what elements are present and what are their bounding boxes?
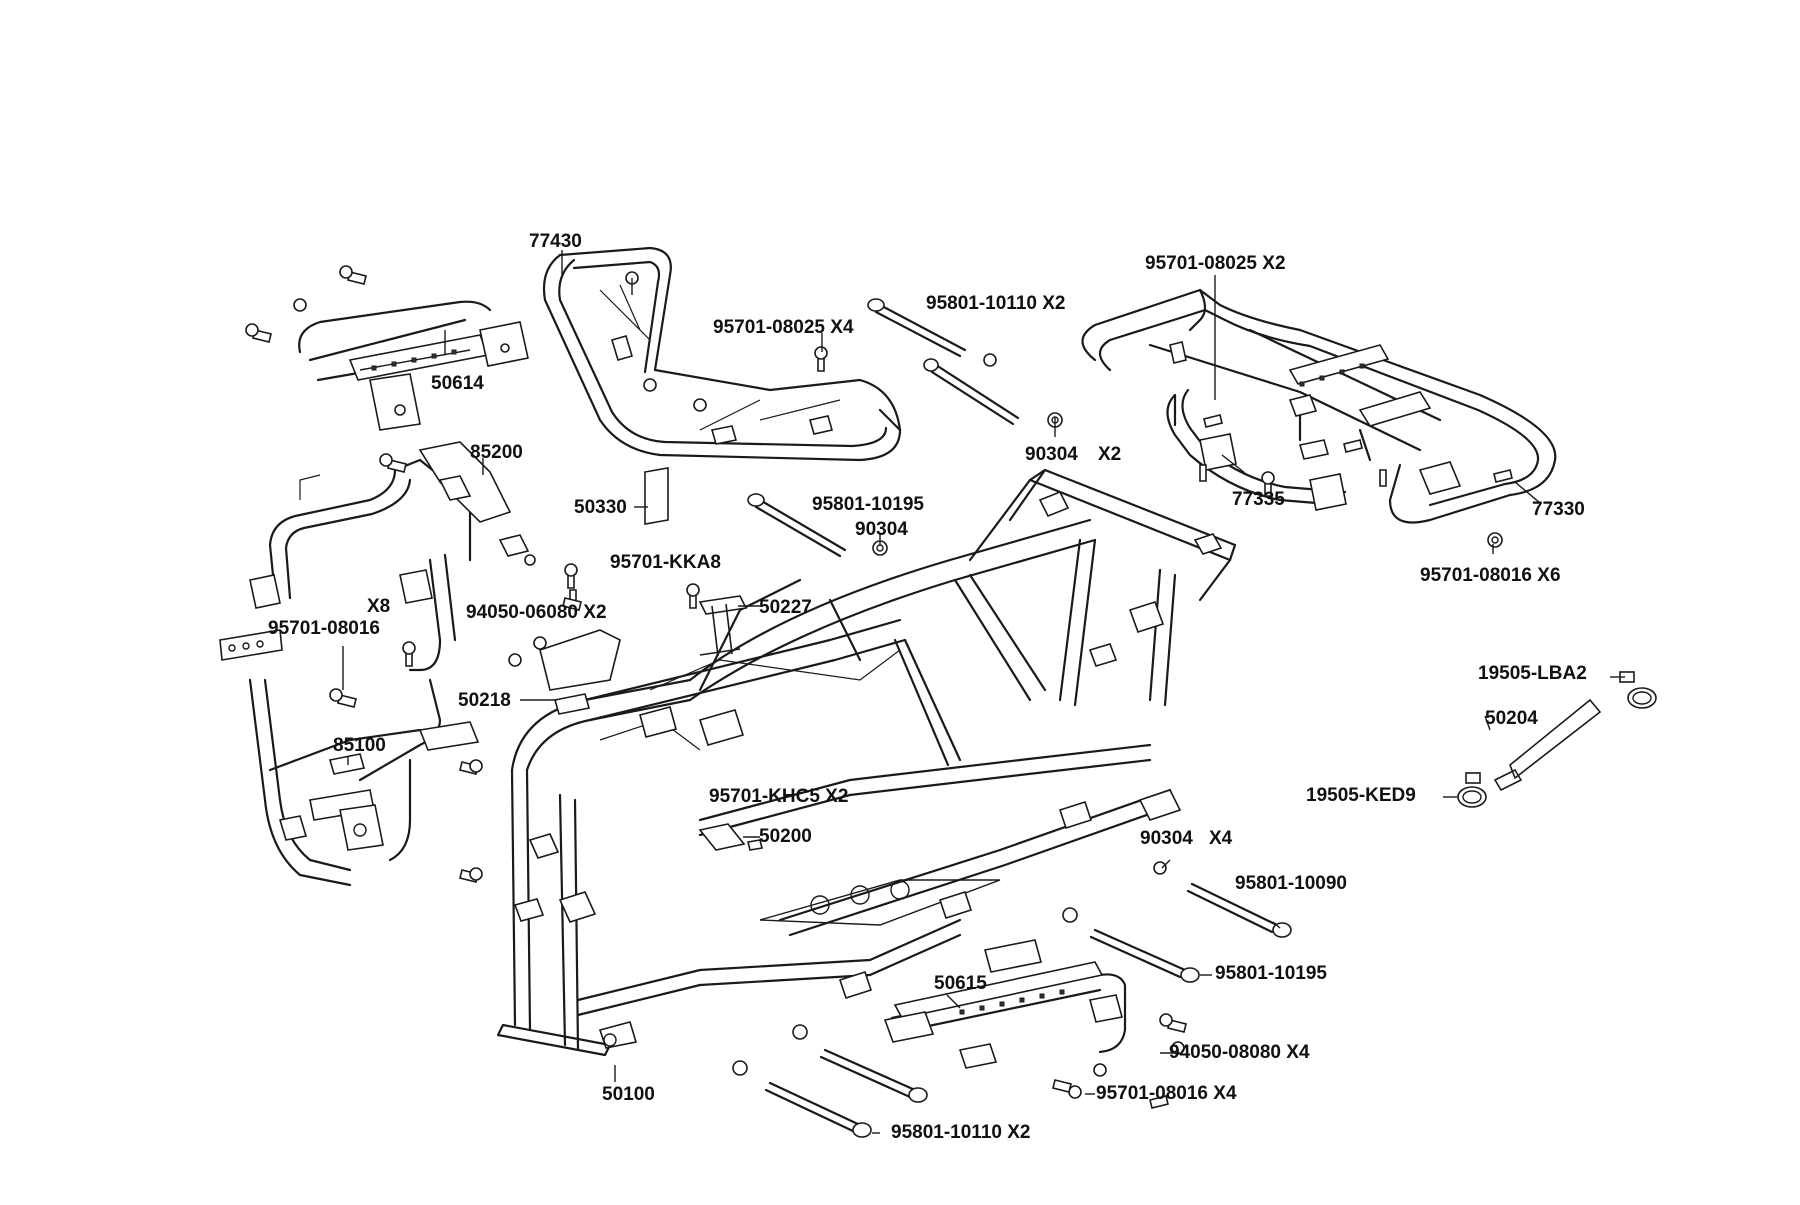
label-85100: 85100 [333,735,386,756]
label-19505-ked9: 19505-KED9 [1306,785,1416,806]
label-95801-10110-x2-bottom: 95801-10110 X2 [891,1122,1031,1143]
fasteners [245,265,1513,1109]
clamp-19505-ked9 [1457,786,1487,808]
label-77335: 77335 [1232,489,1285,510]
main-frame-50100 [496,468,1237,1057]
label-95701-08016-x4: 95701-08016 X4 [1096,1083,1237,1104]
label-95701-khc5-x2: 95701-KHC5 X2 [709,786,849,807]
label-90304-x4-qty: X4 [1209,828,1233,849]
long-bolts [747,298,1292,1138]
bracket-50218 [539,629,621,691]
label-50100: 50100 [602,1084,655,1105]
rear-bar-77335 [1166,388,1347,511]
label-50200: 50200 [759,826,812,847]
small-parts [539,467,1657,851]
plate-50330 [644,467,669,525]
label-50614: 50614 [431,373,484,394]
front-bumper-85200 [249,441,536,672]
label-95701-kka8: 95701-KKA8 [610,552,721,573]
label-x8: X8 [367,596,391,617]
label-95801-10110-x2-top: 95801-10110 X2 [926,293,1066,314]
label-50330: 50330 [574,497,627,518]
heat-guard-50204 [1493,698,1602,792]
label-95701-08016-x6: 95701-08016 X6 [1420,565,1561,586]
leader-lines [342,250,1625,1134]
label-95701-08016: 95701-08016 [268,618,380,639]
label-94050-06080-x2: 94050-06080 X2 [466,602,607,623]
front-rack-77430 [542,246,902,462]
rear-bracket-50615 [883,939,1127,1069]
label-50615: 50615 [934,973,987,994]
rear-rack-77330 [1081,288,1557,524]
bracket-50227 [698,595,748,657]
label-77430: 77430 [529,231,582,252]
label-90304: 90304 [855,519,908,540]
label-90304-x2-qty: X2 [1098,444,1122,465]
label-50218: 50218 [458,690,511,711]
label-95801-10195-top: 95801-10195 [812,494,924,515]
label-95701-08025-x4: 95701-08025 X4 [713,317,854,338]
clamp-19505-lba2 [1627,687,1657,709]
label-90304-x4: 90304 [1140,828,1193,849]
label-95701-08025-x2: 95701-08025 X2 [1145,253,1286,274]
label-77330: 77330 [1532,499,1585,520]
label-50204: 50204 [1485,708,1538,729]
label-95801-10090: 95801-10090 [1235,873,1347,894]
front-lower-bumper-85100 [219,629,480,887]
label-94050-08080-x4: 94050-08080 X4 [1169,1042,1310,1063]
bracket-50200 [698,823,746,851]
label-50227: 50227 [759,597,812,618]
label-95801-10195-bottom: 95801-10195 [1215,963,1327,984]
label-85200: 85200 [470,442,523,463]
front-bracket-50614 [298,300,529,431]
label-19505-lba2: 19505-LBA2 [1478,663,1587,684]
label-90304-x2: 90304 [1025,444,1078,465]
